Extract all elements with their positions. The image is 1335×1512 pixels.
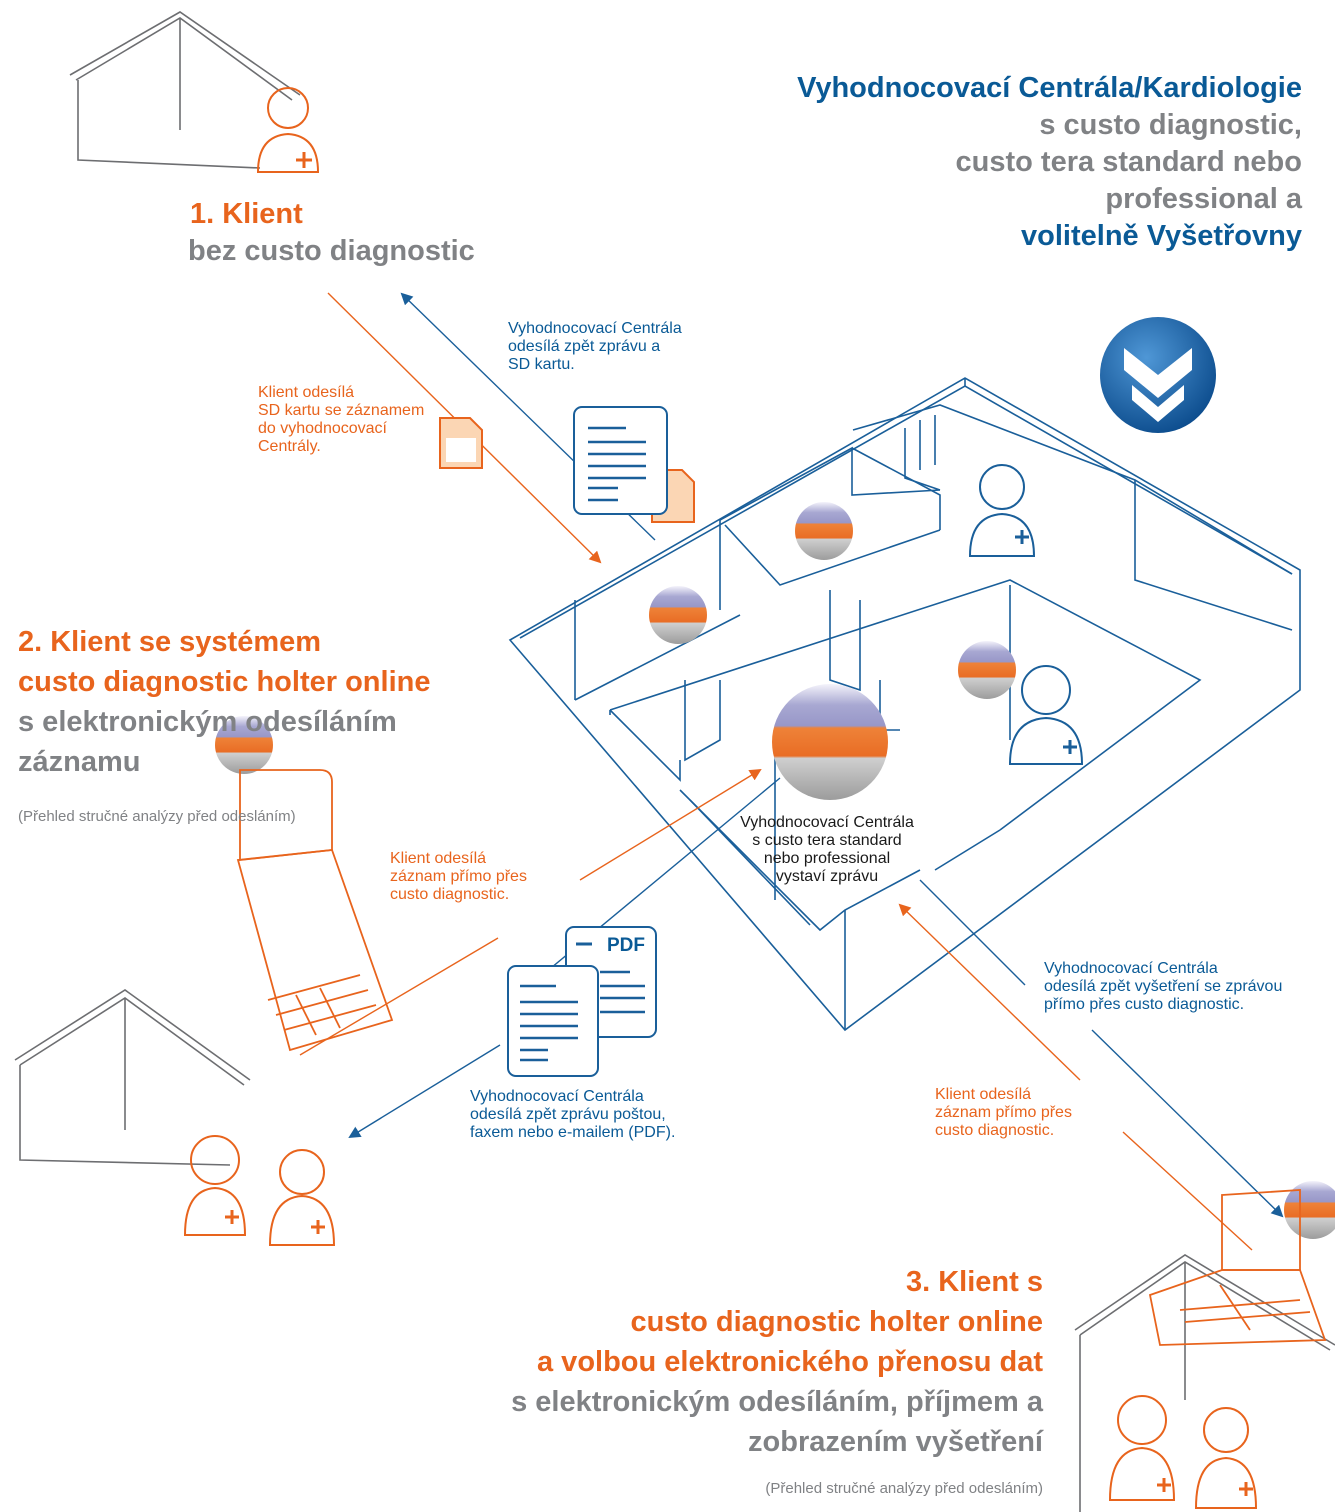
- client2-note: (Přehled stručné analýzy před odesláním): [18, 808, 296, 825]
- client1-subtitle: bez custo diagnostic: [188, 235, 475, 267]
- custo-sphere-icon: [649, 586, 707, 644]
- doctor-icon: [1108, 1395, 1176, 1501]
- label-centrala-report: Vyhodnocovací Centrála s custo tera stan…: [740, 814, 914, 885]
- client3-sub2: zobrazením vyšetření: [748, 1426, 1043, 1458]
- client2-sub2: záznamu: [18, 746, 141, 778]
- label-centrala-sends-sd: Vyhodnocovací Centrála odesílá zpět zprá…: [508, 320, 682, 373]
- label-client-sends-direct-3: Klient odesílá záznam přímo přes custo d…: [935, 1086, 1072, 1139]
- custo-sphere-icon: [795, 502, 853, 560]
- custo-sphere-icon: [772, 684, 888, 800]
- document-icon: [573, 406, 668, 515]
- client2-sub1: s elektronickým odesíláním: [18, 706, 397, 738]
- centrala-heading: Vyhodnocovací Centrála/Kardiologie s cus…: [797, 70, 1302, 255]
- client3-title2: custo diagnostic holter online: [630, 1306, 1043, 1338]
- client3-note: (Přehled stručné analýzy před odesláním): [765, 1480, 1043, 1497]
- doctor-icon: [268, 1149, 336, 1246]
- building-floorplan: [508, 377, 1301, 1032]
- label-client-sends-sd: Klient odesílá SD kartu se záznamem do v…: [258, 384, 425, 455]
- arrow-post-to-client2: [348, 1044, 501, 1139]
- client2-title2: custo diagnostic holter online: [18, 666, 431, 698]
- document-icon: [507, 965, 599, 1077]
- client2-heading: 2. Klient se systémem custo diagnostic h…: [18, 622, 430, 782]
- custo-sphere-icon: [1284, 1181, 1335, 1239]
- doctor-icon: [1008, 665, 1084, 765]
- arrow-client3-laptop-line: [1122, 1131, 1253, 1251]
- centrala-line3: professional a: [1105, 183, 1302, 215]
- custo-logo-icon: [1100, 317, 1216, 433]
- doctor-icon: [183, 1135, 247, 1236]
- client3-title1: 3. Klient s: [906, 1266, 1043, 1298]
- house-icon: [69, 11, 301, 169]
- client3-title3: a volbou elektronického přenosu dat: [537, 1346, 1043, 1378]
- arrow-client2-to-centrala: [579, 768, 762, 881]
- laptop-icon: [236, 769, 394, 1052]
- arrow-centrala-to-client3-top: [919, 879, 1026, 986]
- arrow-centrala-to-client3: [1091, 1029, 1284, 1218]
- centrala-title: Vyhodnocovací Centrála/Kardiologie: [797, 72, 1302, 104]
- label-centrala-sends-post: Vyhodnocovací Centrála odesílá zpět zprá…: [470, 1088, 676, 1141]
- doctor-icon: [1194, 1407, 1258, 1509]
- custo-sphere-icon: [958, 641, 1016, 699]
- centrala-line1: s custo diagnostic,: [1039, 109, 1302, 141]
- label-centrala-sends-exam: Vyhodnocovací Centrála odesílá zpět vyše…: [1044, 960, 1283, 1013]
- client3-sub1: s elektronickým odesíláním, příjmem a: [511, 1386, 1043, 1418]
- client3-heading: 3. Klient s custo diagnostic holter onli…: [511, 1262, 1043, 1462]
- arrow-centrala-to-client2: [509, 777, 781, 1003]
- client1-title: 1. Klient: [190, 198, 303, 230]
- centrala-line4: volitelně Vyšetřovny: [1021, 220, 1302, 252]
- centrala-line2: custo tera standard nebo: [955, 146, 1302, 178]
- custo-sphere-icon: [215, 716, 273, 774]
- arrow-laptop-line: [299, 937, 499, 1056]
- arrow-client3-to-centrala: [898, 903, 1081, 1081]
- pdf-label: PDF: [607, 935, 645, 956]
- label-client-sends-direct-1: Klient odesílá záznam přímo přes custo d…: [390, 850, 527, 903]
- house-icon: [1074, 1254, 1335, 1512]
- client1-heading: 1. Klient bez custo diagnostic: [188, 196, 475, 270]
- laptop-icon: [1148, 1189, 1327, 1346]
- sd-card-icon: [439, 417, 483, 469]
- doctor-icon: [968, 464, 1036, 557]
- house-icon: [14, 989, 251, 1166]
- doctor-icon: [256, 87, 320, 173]
- client2-title1: 2. Klient se systémem: [18, 626, 322, 658]
